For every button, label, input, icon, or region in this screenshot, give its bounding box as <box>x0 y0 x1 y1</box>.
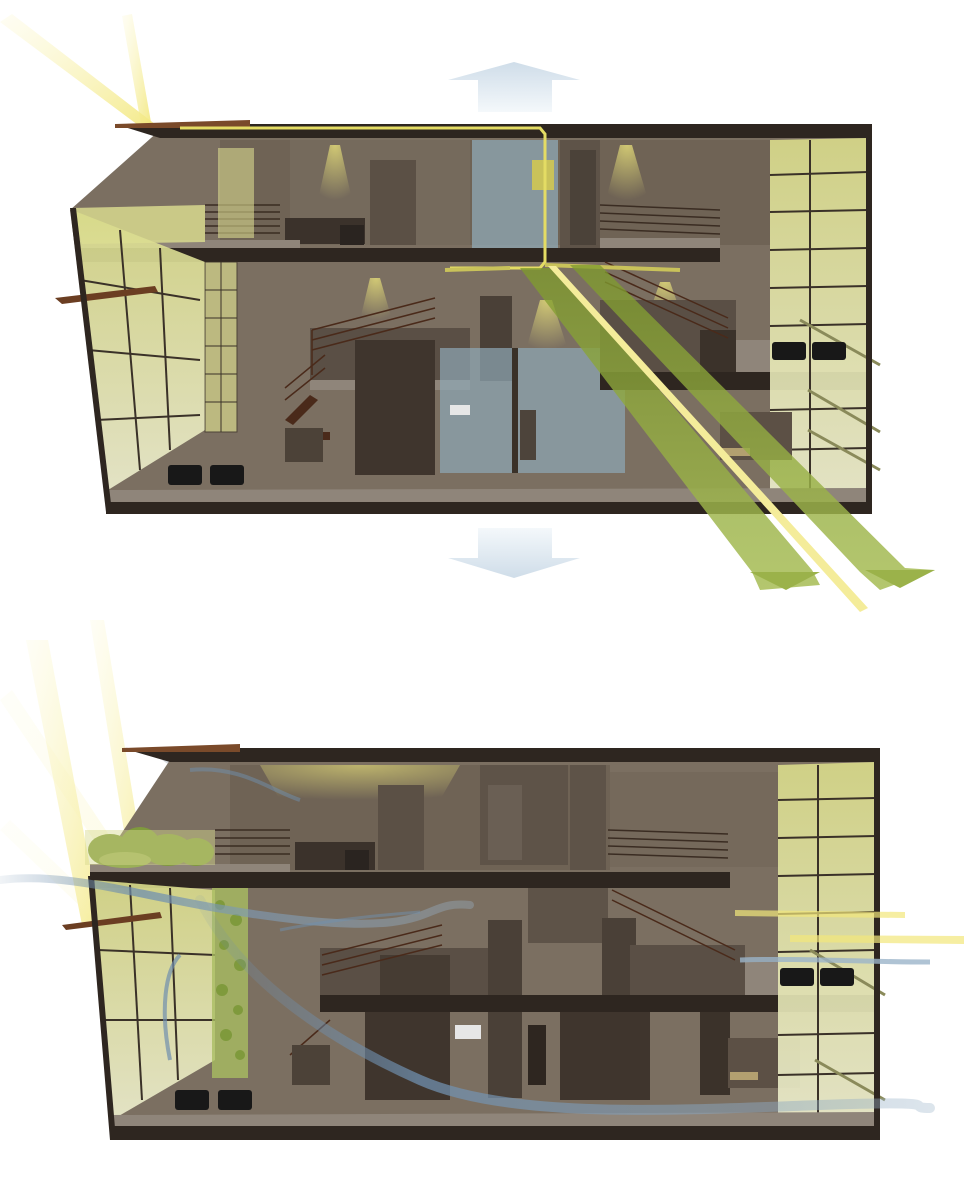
top-section <box>0 14 935 612</box>
duct-box <box>532 160 554 190</box>
bottom-section <box>0 620 964 1140</box>
base-slab <box>110 1126 878 1140</box>
intake-arrow-down <box>448 528 580 578</box>
grid-screen <box>205 262 237 432</box>
green-wall <box>212 888 248 1078</box>
exhaust-arrow-up <box>448 62 580 112</box>
cabinet <box>285 428 323 462</box>
upper-slab <box>90 872 730 888</box>
sunlight-rays <box>0 14 160 134</box>
door-panel <box>378 785 424 870</box>
cabinet <box>292 1045 330 1085</box>
door-panel <box>370 160 416 245</box>
glass-curtain-wall-right <box>778 762 876 1125</box>
